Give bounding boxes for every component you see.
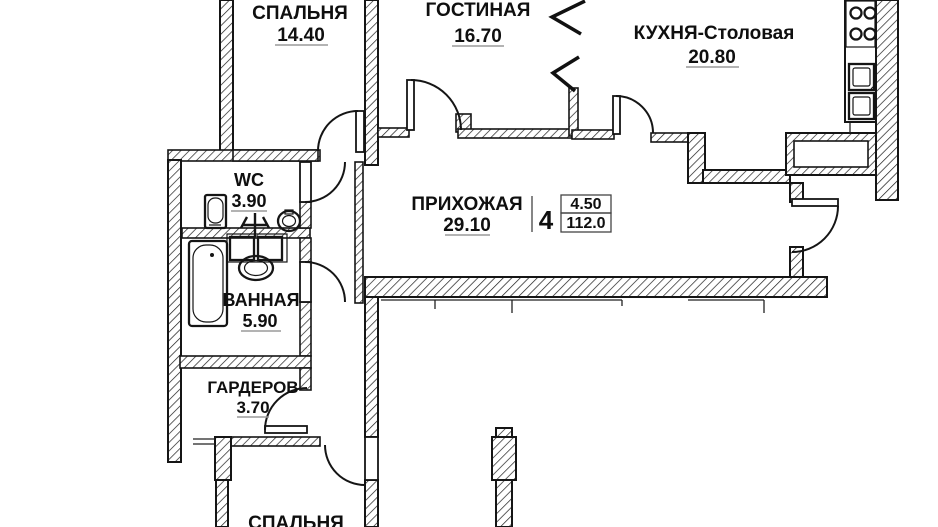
wall-living-bottom-mid xyxy=(457,128,573,139)
door-wardrobe xyxy=(264,387,308,434)
room-label-bedroom-bottom: СПАЛЬНЯ xyxy=(248,513,344,527)
door-arc-icon xyxy=(615,95,654,134)
room-area: 20.80 xyxy=(688,47,736,68)
door-leaf xyxy=(355,110,365,153)
toilet-icon xyxy=(203,193,228,230)
room-name: WC xyxy=(234,170,264,190)
kitchen-counter xyxy=(844,0,877,123)
door-bedroom-top xyxy=(317,110,365,153)
wall-wardrobe-right xyxy=(299,367,312,391)
wall-bedroom-top-bottom xyxy=(232,149,319,162)
partition-break-icon xyxy=(548,0,586,36)
wall-kitchen-bottom-w xyxy=(650,132,691,143)
wc-fixtures xyxy=(203,193,302,237)
wall-bath-right-bottom xyxy=(299,301,312,357)
room-name: ПРИХОЖАЯ xyxy=(411,194,522,215)
room-name: СПАЛЬНЯ xyxy=(248,513,344,527)
wall-wc-right xyxy=(299,201,312,229)
wall-bedroom-top-left xyxy=(219,0,234,153)
kitchen-sink-icon xyxy=(847,62,876,92)
room-area: 16.70 xyxy=(454,26,502,47)
bathtub-icon xyxy=(187,239,229,328)
room-label-bathroom: ВАННАЯ 5.90 xyxy=(222,290,300,332)
room-name: КУХНЯ-Столовая xyxy=(634,23,795,44)
room-name: ВАННАЯ xyxy=(222,290,299,310)
partition-break-icon xyxy=(549,55,580,93)
faucet-icon xyxy=(239,213,271,237)
door-jamb xyxy=(299,261,312,303)
wall-left-outer xyxy=(167,159,182,463)
wall-right-door-lower xyxy=(789,246,804,278)
wall-vestibule-east xyxy=(354,161,364,304)
stamp-rooms-count: 4 xyxy=(539,205,554,235)
room-area: 5.90 xyxy=(242,311,277,331)
room-area: 14.40 xyxy=(277,25,325,46)
room-label-bedroom-top: СПАЛЬНЯ 14.40 xyxy=(252,3,348,46)
door-jamb xyxy=(299,161,312,203)
door-arc-icon xyxy=(304,261,346,303)
door-bathroom xyxy=(299,261,346,303)
room-label-wardrobe: ГАРДЕРОВ 3.70 xyxy=(207,378,299,418)
door-kitchen-south xyxy=(791,198,839,253)
symbols xyxy=(193,0,851,445)
door-arc-icon xyxy=(317,110,359,152)
door-leaf xyxy=(612,95,621,135)
door-arc-icon xyxy=(264,387,308,431)
room-area: 29.10 xyxy=(443,215,491,236)
wall-bath-bottom xyxy=(179,355,312,369)
room-label-kitchen: КУХНЯ-Столовая 20.80 xyxy=(634,23,795,68)
stove-icon xyxy=(845,0,877,48)
wall-bath-right-top xyxy=(299,237,312,263)
door-wc xyxy=(299,161,346,203)
door-kitchen xyxy=(612,95,654,135)
door-living xyxy=(406,79,462,131)
kitchen-sink-icon xyxy=(847,91,876,121)
wall-kitchen-bottom xyxy=(702,169,791,184)
door-arc-icon xyxy=(791,205,839,253)
room-area: 3.70 xyxy=(236,398,269,417)
room-name: ГОСТИНАЯ xyxy=(426,0,531,21)
room-label-hallway: ПРИХОЖАЯ 29.10 xyxy=(411,194,522,236)
door-arc-icon xyxy=(324,444,366,486)
wall-corner-vertical-bottom xyxy=(364,479,379,527)
door-arc-icon xyxy=(410,79,462,131)
stamp-upper-value: 4.50 xyxy=(570,196,601,213)
wall-kitchen-block xyxy=(687,132,706,184)
door-bedroom-bottom xyxy=(324,436,379,486)
wall-partition-stub xyxy=(568,87,579,137)
room-name: ГАРДЕРОВ xyxy=(207,378,298,397)
bathroom-fixtures xyxy=(187,233,288,328)
room-label-wc: WC 3.90 xyxy=(231,170,267,212)
kitchen-fixtures xyxy=(844,0,877,123)
oval-basin-icon xyxy=(237,254,275,282)
door-arc-icon xyxy=(304,161,346,203)
wall-corner-vertical-top xyxy=(364,296,379,438)
wall-living-bottom-e xyxy=(571,129,615,140)
door-leaf xyxy=(791,198,839,207)
wall-bottom-right-block xyxy=(491,436,517,481)
doors xyxy=(264,79,839,486)
walls xyxy=(167,0,899,527)
room-label-living: ГОСТИНАЯ 16.70 xyxy=(426,0,531,47)
room-labels: СПАЛЬНЯ 14.40 ГОСТИНАЯ 16.70 КУХНЯ-Столо… xyxy=(207,0,794,527)
apartment-stamp: 4 4.50 112.0 xyxy=(531,194,612,235)
wall-bottom-left-block xyxy=(214,436,232,481)
room-area: 3.90 xyxy=(231,191,266,211)
wall-right-outer xyxy=(875,0,899,201)
wall-living-bottom-w xyxy=(377,127,410,138)
washbasin-icon xyxy=(276,209,302,233)
wall-bedroom-living xyxy=(364,0,379,166)
wall-corner-horizontal xyxy=(364,276,828,298)
stamp-lower-cell xyxy=(560,212,612,233)
door-leaf xyxy=(264,425,308,434)
wall-bottom-left xyxy=(215,479,229,527)
slab-edge-line xyxy=(381,299,765,313)
stamp-lower-value: 112.0 xyxy=(566,215,605,232)
door-leaf xyxy=(406,79,415,131)
window-sill-lines xyxy=(193,438,215,445)
vent-shaft-inner xyxy=(793,140,869,168)
room-name: СПАЛЬНЯ xyxy=(252,3,348,24)
door-leaf xyxy=(364,436,379,481)
